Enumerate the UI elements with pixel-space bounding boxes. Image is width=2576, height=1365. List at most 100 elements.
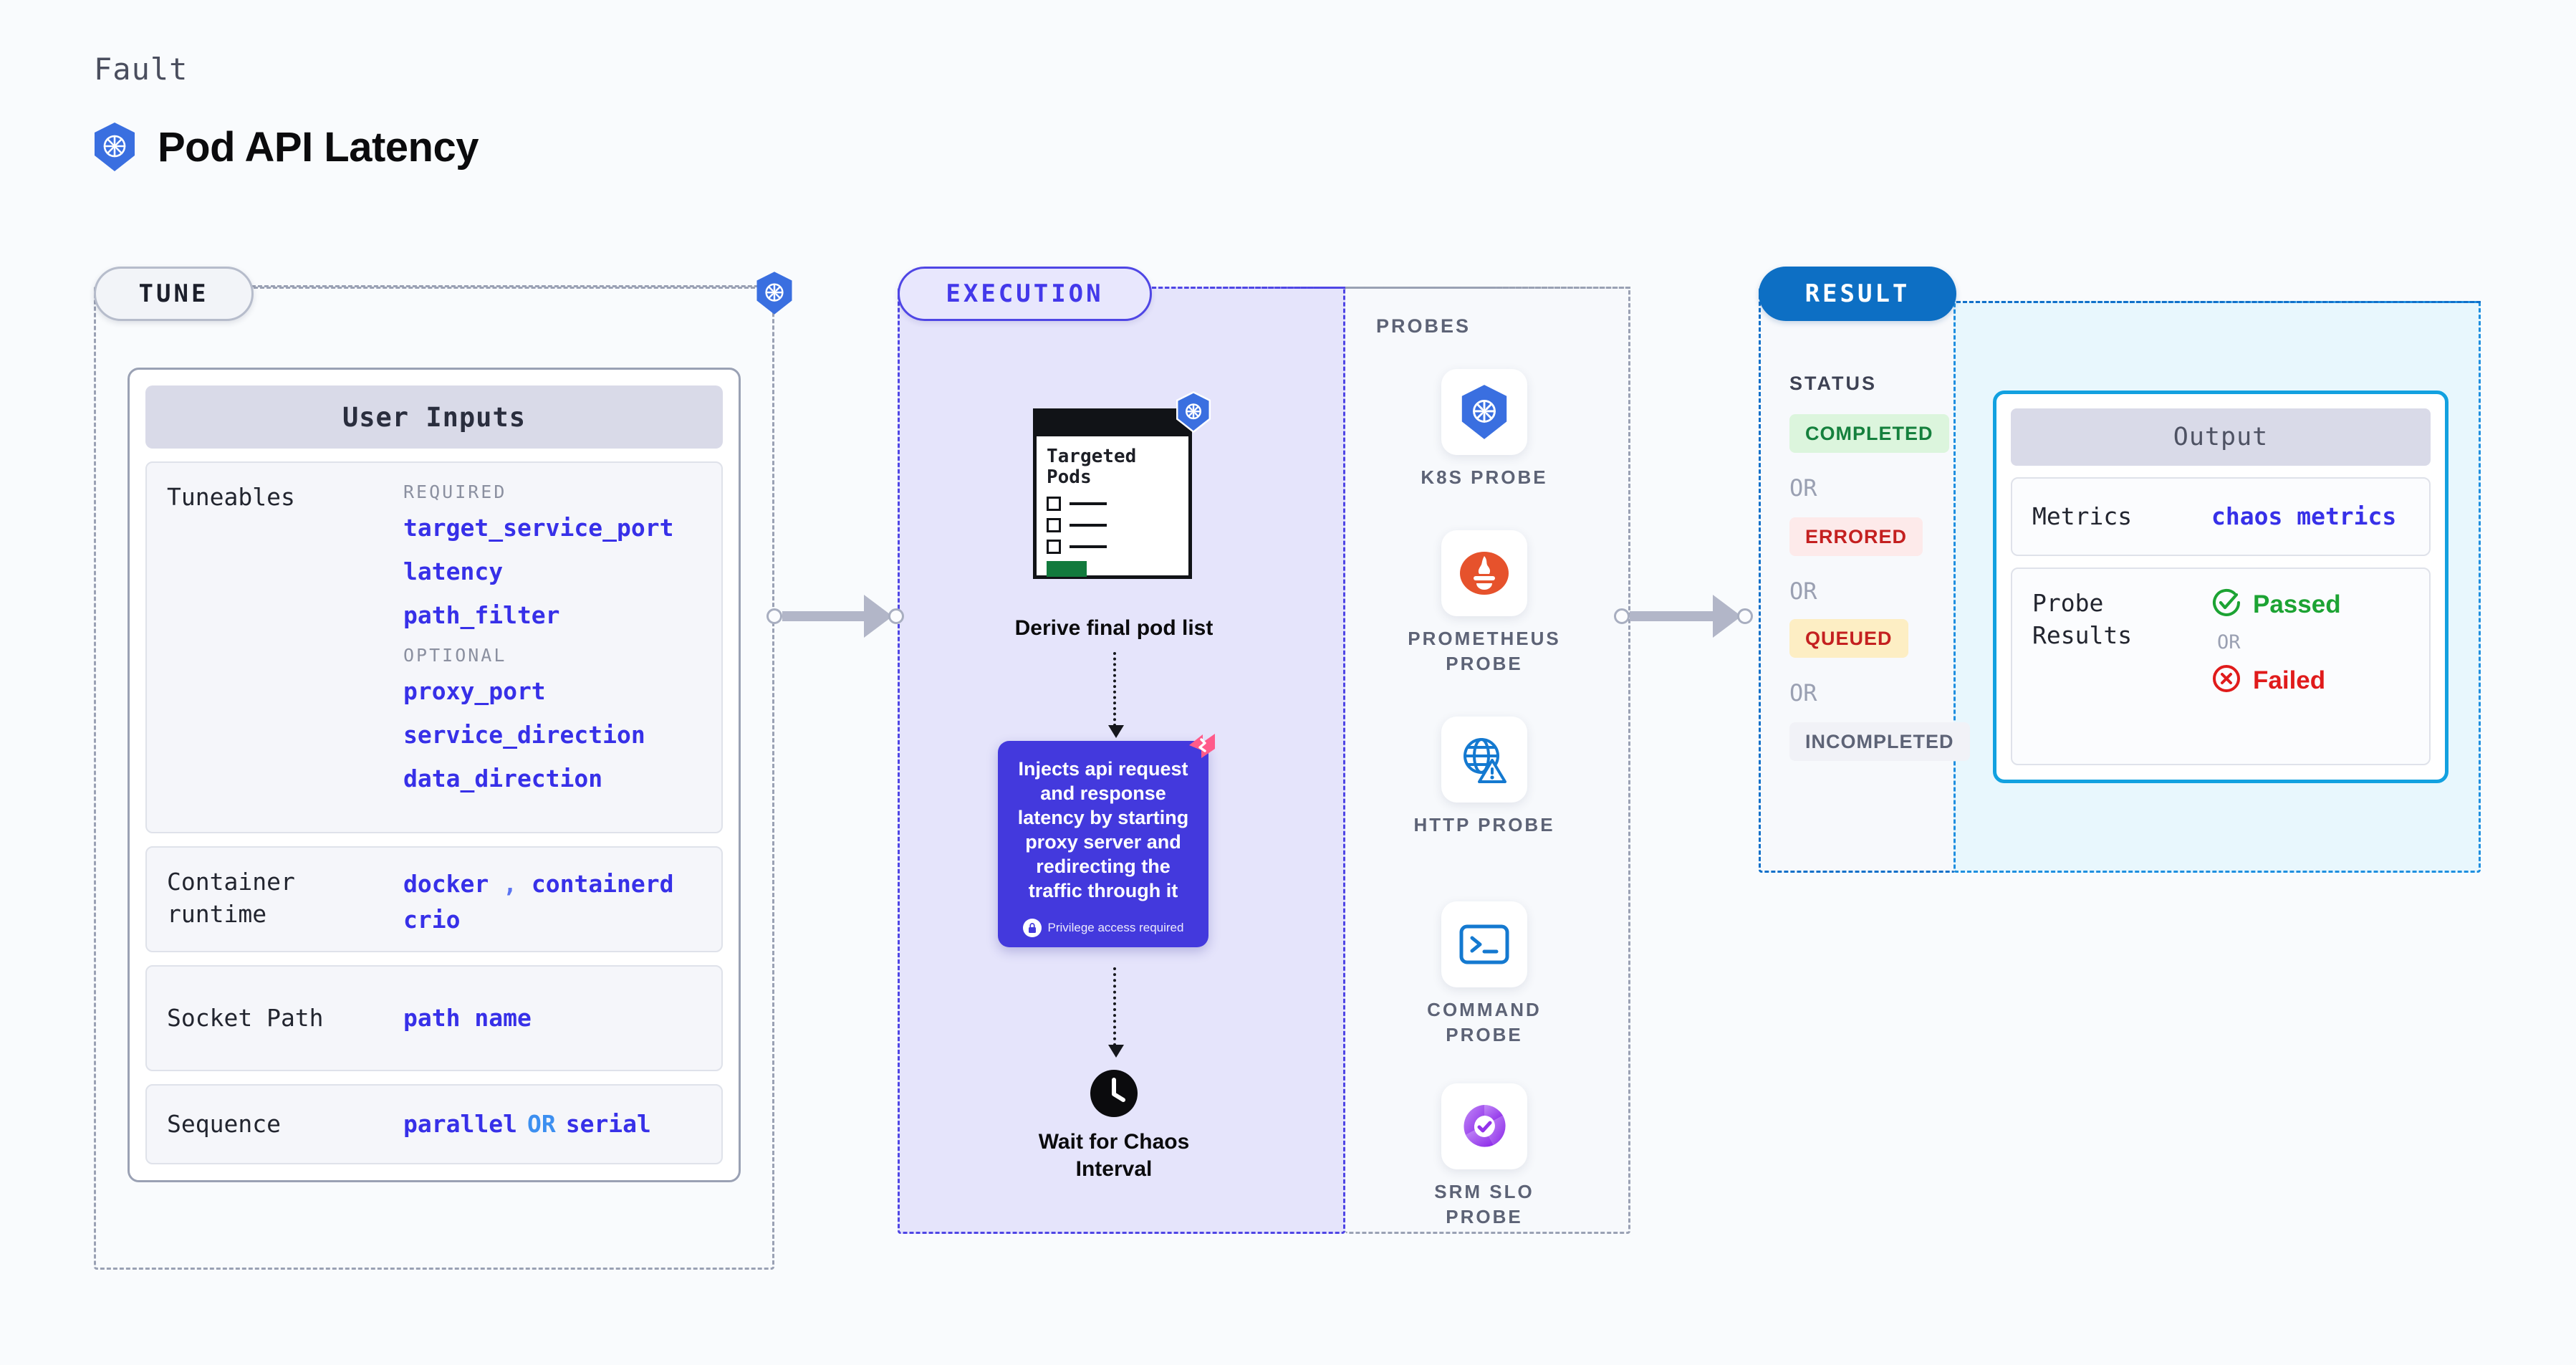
tuneable-service-direction[interactable]: service_direction — [403, 721, 645, 749]
kubernetes-icon — [1175, 391, 1212, 436]
tuneable-path-filter[interactable]: path_filter — [403, 601, 560, 629]
execution-stage-pill[interactable]: EXECUTION — [898, 267, 1152, 321]
probes-top-dashline — [1345, 287, 1630, 289]
kubernetes-icon — [754, 271, 794, 319]
user-inputs-card: User Inputs Tuneables REQUIRED target_se… — [128, 368, 741, 1182]
targeted-pods-title: Targeted Pods — [1047, 446, 1137, 489]
runtime-separator: , — [503, 870, 517, 898]
runtime-docker[interactable]: docker — [403, 870, 489, 898]
probe-result-failed: Failed — [2211, 664, 2409, 697]
probe-results-values: Passed OR Failed — [2211, 588, 2409, 745]
probes-title: PROBES — [1376, 315, 1471, 337]
list-item — [1047, 540, 1178, 555]
arrow-end-dot — [888, 608, 904, 624]
checkbox-icon — [1047, 540, 1061, 555]
privilege-note-text: Privilege access required — [1047, 921, 1184, 934]
tuneables-values: REQUIRED target_service_port latency pat… — [403, 482, 701, 813]
tuneable-data-direction[interactable]: data_direction — [403, 765, 603, 792]
sequence-label: Sequence — [167, 1109, 281, 1138]
arrow-bar — [782, 611, 865, 621]
probe-prometheus[interactable]: PROMETHEUS PROBE — [1402, 530, 1567, 676]
targeted-pods-card: Targeted Pods — [1033, 391, 1211, 579]
line-placeholder — [1070, 545, 1107, 549]
probe-http[interactable]: HTTP PROBE — [1402, 717, 1567, 838]
status-badge-queued: QUEUED — [1789, 619, 1908, 658]
result-stage-pill[interactable]: RESULT — [1759, 267, 1956, 321]
flow-arrow-tune-to-execution — [766, 595, 904, 638]
metrics-value[interactable]: chaos metrics — [2211, 502, 2397, 531]
probe-label: PROMETHEUS PROBE — [1408, 628, 1561, 675]
connector-inject-to-wait — [1108, 967, 1124, 1058]
tune-stage-pill[interactable]: TUNE — [94, 267, 254, 321]
optional-heading: OPTIONAL — [403, 645, 507, 666]
probe-results-row: Probe Results Passed OR — [2011, 567, 2431, 765]
status-or-2: OR — [1789, 578, 1817, 605]
wait-for-chaos-interval-label: Wait for Chaos Interval — [1038, 1130, 1190, 1181]
x-circle-icon — [2211, 664, 2241, 697]
probe-k8s[interactable]: K8S PROBE — [1402, 369, 1567, 490]
metrics-row: Metrics chaos metrics — [2011, 477, 2431, 556]
arrow-end-dot — [1737, 608, 1753, 624]
result-stage-panel — [1759, 287, 1956, 873]
failed-label: Failed — [2253, 666, 2326, 694]
runtime-crio[interactable]: crio — [403, 905, 461, 934]
probe-command[interactable]: COMMAND PROBE — [1402, 901, 1567, 1048]
probe-srm-slo[interactable]: SRM SLO PROBE — [1402, 1083, 1567, 1230]
arrow-head — [1713, 595, 1741, 638]
harness-icon — [1186, 729, 1219, 766]
srm-slo-icon — [1441, 1083, 1527, 1169]
output-title: Output — [2011, 408, 2431, 466]
clock-icon — [1090, 1070, 1138, 1121]
window-titlebar — [1037, 412, 1188, 436]
flow-arrow-execution-to-result — [1614, 595, 1753, 638]
sequence-serial[interactable]: serial — [565, 1110, 651, 1139]
status-badge-completed: COMPLETED — [1789, 414, 1949, 453]
probe-label: COMMAND PROBE — [1427, 999, 1542, 1046]
metrics-label: Metrics — [2032, 502, 2133, 530]
probe-results-or: OR — [2217, 631, 2241, 653]
targeted-pods-body: Targeted Pods — [1037, 436, 1188, 578]
terminal-icon — [1441, 901, 1527, 987]
inject-action-box: Injects api request and response latency… — [998, 734, 1215, 947]
container-runtime-label: Container runtime — [167, 868, 295, 928]
container-runtime-row: Container runtime docker , containerd cr… — [145, 846, 723, 952]
probe-result-passed: Passed — [2211, 588, 2409, 621]
page-title-row: Pod API Latency — [92, 122, 479, 172]
line-placeholder — [1070, 502, 1107, 506]
privilege-note: Privilege access required — [1022, 919, 1184, 937]
tuneable-proxy-port[interactable]: proxy_port — [403, 677, 546, 705]
status-badge-incompleted: INCOMPLETED — [1789, 722, 1970, 761]
derive-final-pod-list-label: Derive final pod list — [1014, 616, 1213, 640]
lock-icon — [1022, 919, 1042, 937]
probe-label: SRM SLO PROBE — [1434, 1181, 1534, 1228]
progress-bar — [1047, 561, 1087, 578]
probe-label: HTTP PROBE — [1413, 814, 1555, 835]
passed-label: Passed — [2253, 590, 2341, 618]
targeted-pods-window: Targeted Pods — [1033, 408, 1192, 579]
tuneable-latency[interactable]: latency — [403, 557, 504, 585]
probe-label: K8S PROBE — [1421, 466, 1548, 488]
status-or-3: OR — [1789, 679, 1817, 707]
runtime-containerd[interactable]: containerd — [531, 870, 674, 898]
page-title: Pod API Latency — [158, 123, 479, 171]
prometheus-icon — [1441, 530, 1527, 616]
result-top-dashline — [1956, 301, 2481, 303]
socket-path-row: Socket Path path name — [145, 965, 723, 1071]
kubernetes-icon — [1441, 369, 1527, 455]
checkbox-icon — [1047, 497, 1061, 512]
tuneable-target-service-port[interactable]: target_service_port — [403, 514, 674, 542]
sequence-parallel[interactable]: parallel — [403, 1110, 517, 1139]
tune-stage-panel — [94, 285, 774, 1270]
status-title: STATUS — [1789, 373, 1877, 394]
check-circle-icon — [2211, 588, 2241, 621]
line-placeholder — [1070, 524, 1107, 527]
arrow-start-dot — [766, 608, 782, 624]
list-item — [1047, 518, 1178, 533]
socket-path-value[interactable]: path name — [403, 1004, 532, 1033]
checkbox-icon — [1047, 518, 1061, 533]
status-or-1: OR — [1789, 474, 1817, 502]
arrow-head — [864, 595, 893, 638]
user-inputs-title: User Inputs — [145, 385, 723, 449]
status-badge-errored: ERRORED — [1789, 517, 1923, 556]
sequence-or: OR — [527, 1110, 556, 1139]
